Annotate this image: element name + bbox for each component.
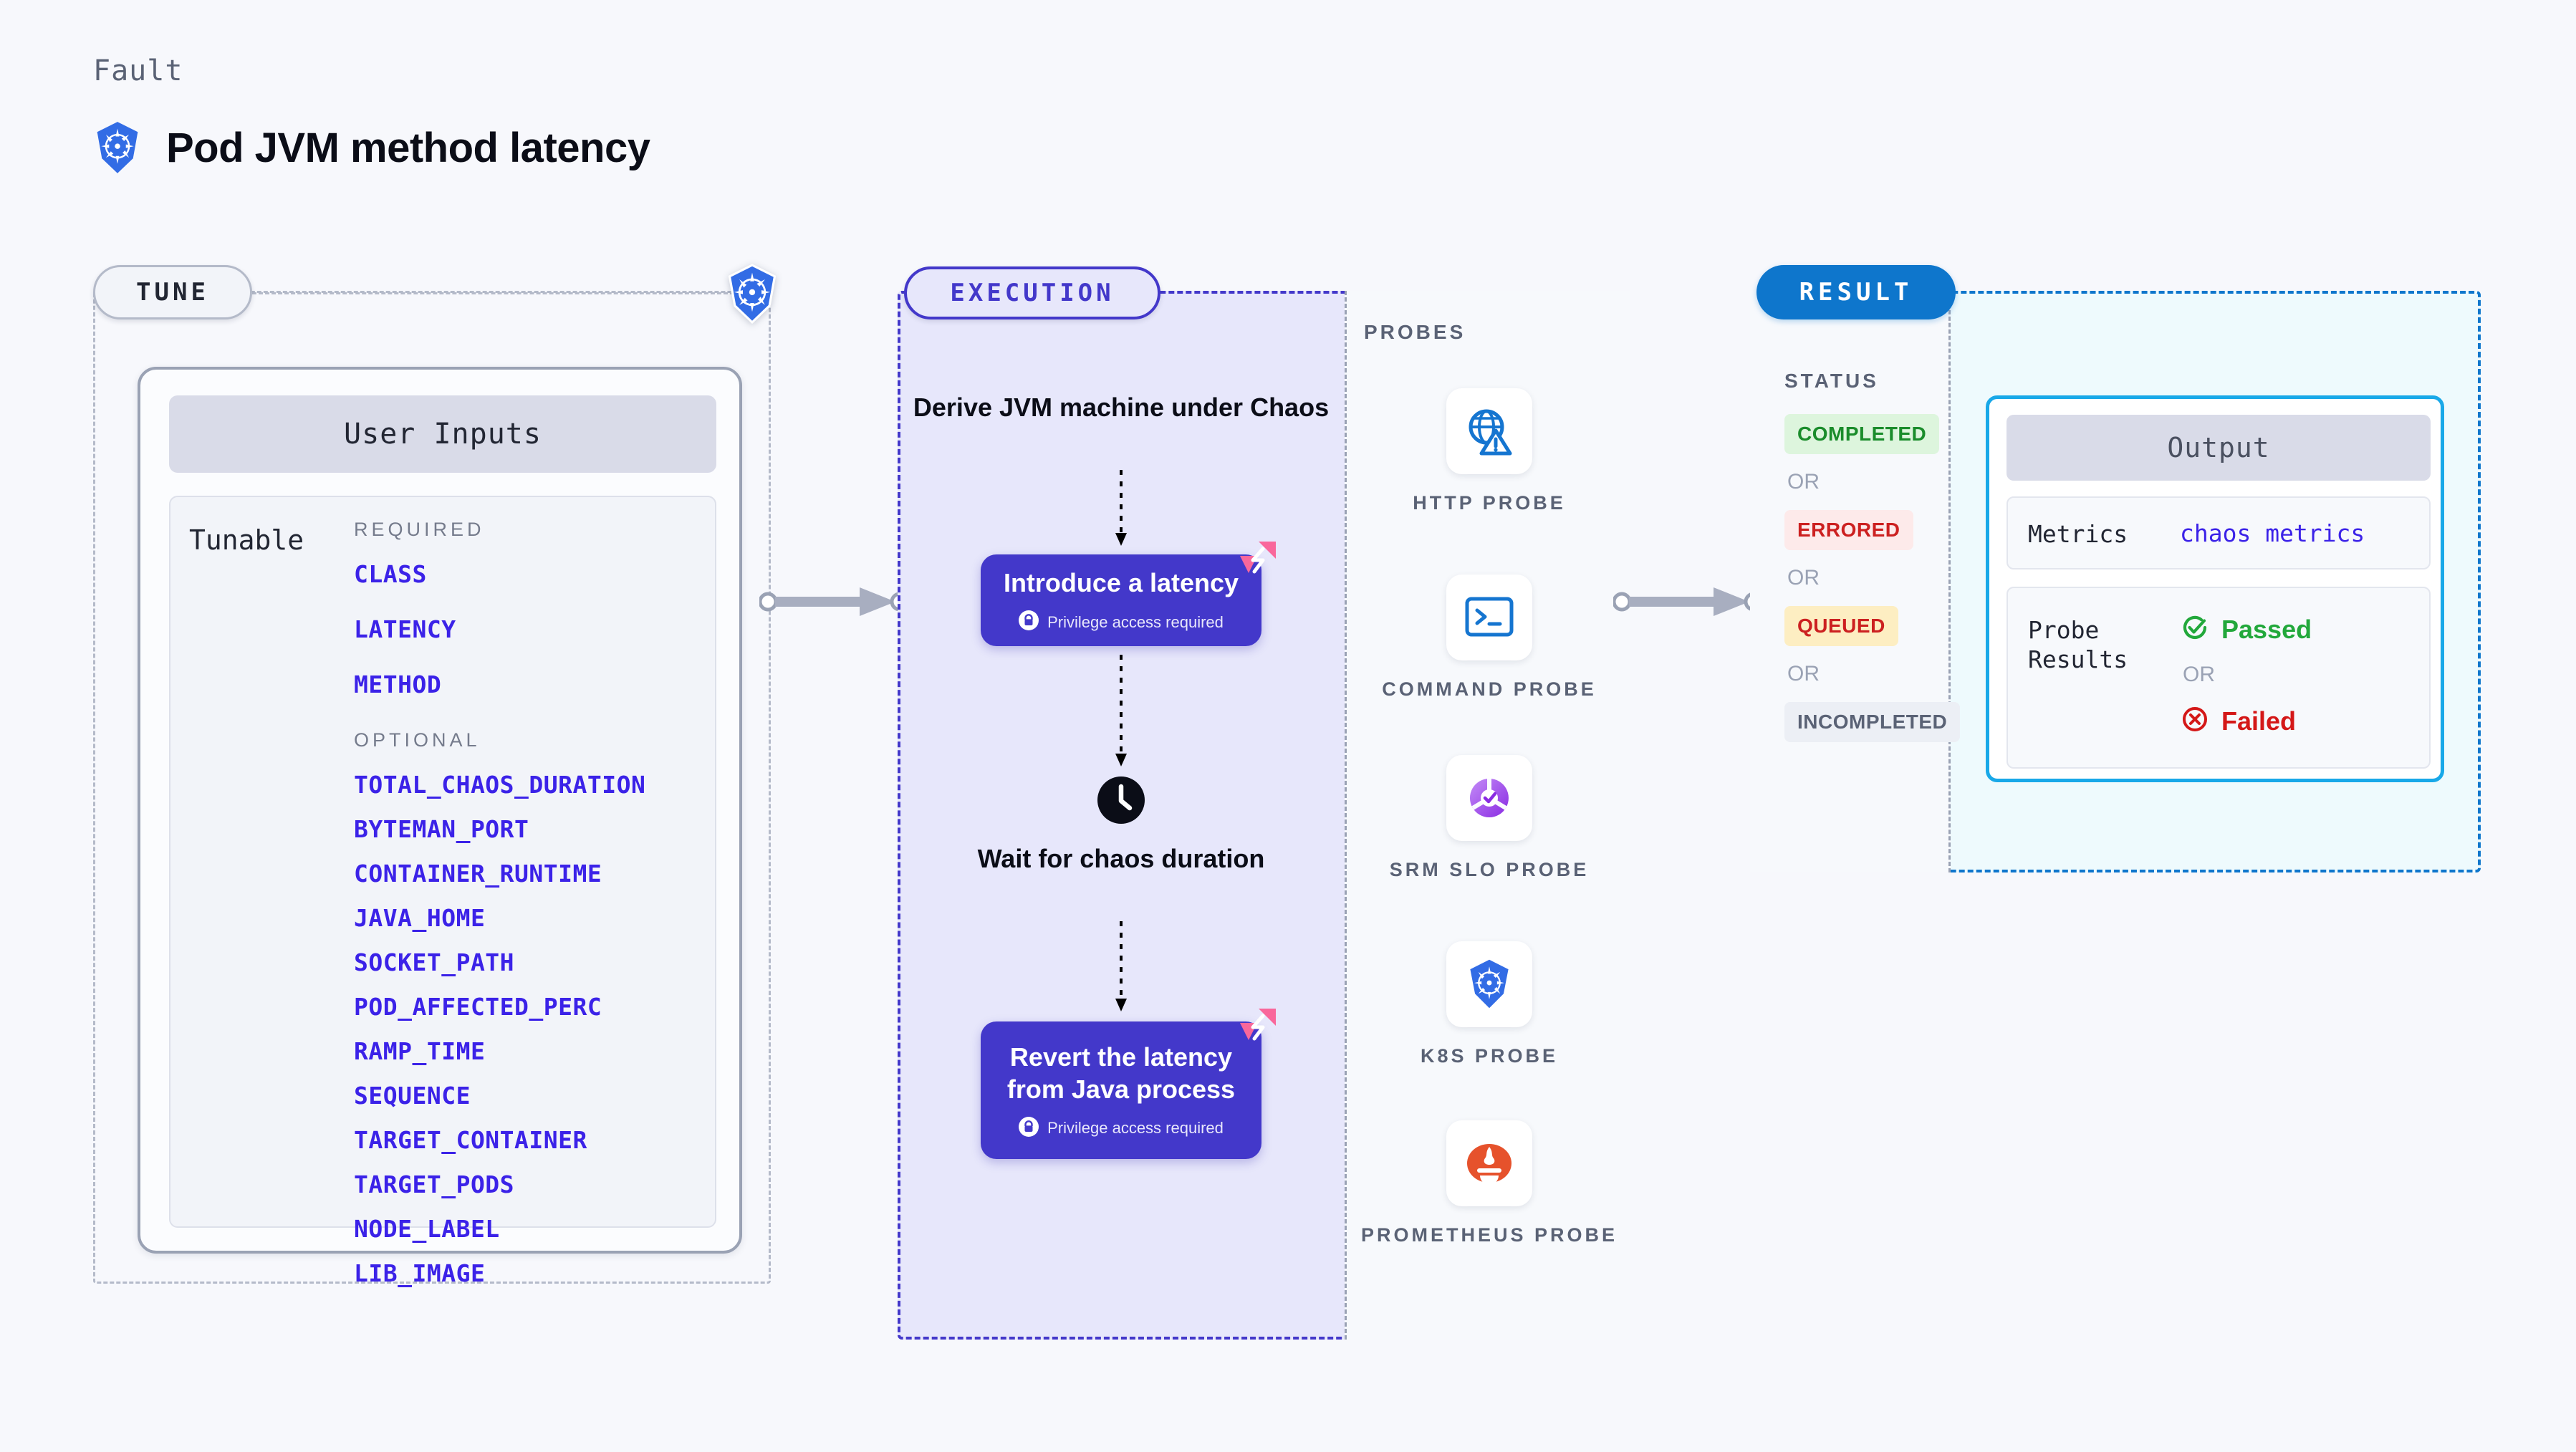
output-title: Output [2007, 415, 2431, 481]
page-kicker: Fault [93, 54, 183, 87]
status-badge-incompleted: INCOMPLETED [1784, 702, 1961, 742]
kubernetes-icon [93, 120, 142, 175]
privilege-text: Privilege access required [1047, 1119, 1224, 1137]
param-target-container[interactable]: TARGET_CONTAINER [354, 1126, 587, 1154]
probe-k8s[interactable]: K8S PROBE [1347, 941, 1632, 1069]
probe-result-passed: Passed [2180, 612, 2312, 646]
step-introduce-latency-node[interactable]: Introduce a latency Privilege access req… [981, 542, 1276, 646]
probe-result-failed: Failed [2180, 704, 2296, 738]
status-badge-queued: QUEUED [1784, 606, 1898, 646]
user-inputs-body: Tunable REQUIRED CLASS LATENCY METHOD OP… [169, 496, 716, 1285]
parameter-list: REQUIRED CLASS LATENCY METHOD OPTIONAL T… [354, 519, 691, 1306]
flow-arrow-2 [1110, 655, 1133, 773]
probes-title: PROBES [1364, 321, 1466, 343]
terminal-icon [1446, 574, 1532, 660]
status-badge-errored: ERRORED [1784, 510, 1913, 550]
flow-arrow-3 [1110, 921, 1133, 1018]
tune-panel-label[interactable]: TUNE [93, 265, 252, 319]
param-byteman-port[interactable]: BYTEMAN_PORT [354, 815, 529, 843]
page-header: Pod JVM method latency [93, 120, 650, 175]
status-or-3: OR [1787, 662, 1820, 686]
status-title: STATUS [1784, 370, 1879, 392]
optional-group-title: OPTIONAL [354, 729, 481, 751]
param-sequence[interactable]: SEQUENCE [354, 1082, 471, 1110]
execution-flow: Derive JVM machine under Chaos Introduce… [898, 291, 1345, 1340]
step-introduce-latency-title: Introduce a latency [1003, 568, 1239, 597]
param-total-chaos-duration[interactable]: TOTAL_CHAOS_DURATION [354, 771, 646, 799]
connector-tune-to-execution [758, 580, 917, 627]
output-card: Output Metrics chaos metrics Probe Resul… [1986, 395, 2444, 782]
step-derive-label: Derive JVM machine under Chaos [913, 393, 1330, 422]
flow-arrow-1 [1110, 470, 1133, 552]
lock-icon [1019, 1116, 1039, 1140]
step-revert-latency-node[interactable]: Revert the latency from Java process Pri… [981, 1009, 1276, 1159]
param-container-runtime[interactable]: CONTAINER_RUNTIME [354, 860, 602, 888]
param-node-label[interactable]: NODE_LABEL [354, 1215, 500, 1243]
clock-icon [1096, 775, 1146, 829]
param-java-home[interactable]: JAVA_HOME [354, 904, 486, 932]
privilege-badge: Privilege access required [1019, 1116, 1224, 1140]
param-ramp-time[interactable]: RAMP_TIME [354, 1037, 486, 1065]
privilege-text: Privilege access required [1047, 612, 1224, 631]
lock-icon [1019, 610, 1039, 634]
probe-prometheus-label: PROMETHEUS PROBE [1360, 1224, 1618, 1246]
param-socket-path[interactable]: SOCKET_PATH [354, 948, 515, 976]
param-lib-image[interactable]: LIB_IMAGE [354, 1259, 486, 1287]
status-column: STATUS COMPLETED OR ERRORED OR QUEUED OR… [1750, 291, 1961, 872]
status-list: COMPLETED OR ERRORED OR QUEUED OR INCOMP… [1784, 414, 1961, 742]
x-circle-icon [2180, 704, 2210, 738]
tunable-row-label: Tunable [189, 524, 304, 556]
check-circle-icon [2180, 612, 2210, 646]
probe-k8s-label: K8S PROBE [1420, 1045, 1559, 1067]
user-inputs-card: User Inputs Tunable REQUIRED CLASS LATEN… [138, 367, 742, 1285]
kubernetes-icon [725, 264, 779, 327]
output-metrics-row: Metrics chaos metrics [2007, 496, 2431, 569]
status-or-2: OR [1787, 566, 1820, 590]
tune-top-dashed-line [252, 292, 754, 294]
metrics-value-link[interactable]: chaos metrics [2180, 519, 2365, 547]
param-pod-affected-perc[interactable]: POD_AFFECTED_PERC [354, 993, 602, 1021]
execution-panel-label[interactable]: EXECUTION [904, 266, 1160, 319]
probes-column: PROBES HTTP PROBE [1345, 291, 1630, 1340]
globe-warning-icon [1446, 388, 1532, 474]
probe-results-key: Probe Results [2028, 616, 2128, 674]
status-badge-completed: COMPLETED [1784, 414, 1940, 454]
param-method[interactable]: METHOD [354, 670, 442, 698]
failed-text: Failed [2221, 706, 2297, 736]
metrics-key: Metrics [2028, 520, 2128, 548]
param-class[interactable]: CLASS [354, 560, 427, 588]
step-revert-latency-title: Revert the latency from Java process [1006, 1042, 1236, 1104]
required-group-title: REQUIRED [354, 519, 485, 540]
probe-prometheus[interactable]: PROMETHEUS PROBE [1347, 1120, 1632, 1248]
tune-region [93, 291, 771, 1284]
kubernetes-icon [1446, 941, 1532, 1027]
param-latency[interactable]: LATENCY [354, 615, 456, 643]
probe-command-label: COMMAND PROBE [1382, 678, 1597, 700]
srm-slo-icon [1446, 755, 1532, 841]
privilege-badge: Privilege access required [1019, 610, 1224, 634]
probe-http[interactable]: HTTP PROBE [1347, 388, 1632, 516]
prometheus-icon [1446, 1120, 1532, 1206]
probe-http-label: HTTP PROBE [1413, 492, 1566, 514]
passed-text: Passed [2221, 614, 2312, 644]
probe-srm-slo[interactable]: SRM SLO PROBE [1347, 755, 1632, 883]
connector-execution-to-result [1612, 580, 1771, 627]
user-inputs-title: User Inputs [169, 395, 716, 473]
litmus-chaos-icon [1237, 539, 1277, 582]
result-panel-label[interactable]: RESULT [1756, 265, 1956, 319]
probe-srm-slo-label: SRM SLO PROBE [1389, 859, 1590, 880]
probe-command[interactable]: COMMAND PROBE [1347, 574, 1632, 702]
status-or-1: OR [1787, 470, 1820, 494]
litmus-chaos-icon [1237, 1006, 1277, 1049]
param-target-pods[interactable]: TARGET_PODS [354, 1170, 515, 1198]
probe-result-or: OR [2183, 663, 2215, 686]
output-probe-results-row: Probe Results Passed OR [2007, 587, 2431, 769]
step-wait-label: Wait for chaos duration [977, 844, 1265, 873]
page-title: Pod JVM method latency [166, 124, 650, 171]
